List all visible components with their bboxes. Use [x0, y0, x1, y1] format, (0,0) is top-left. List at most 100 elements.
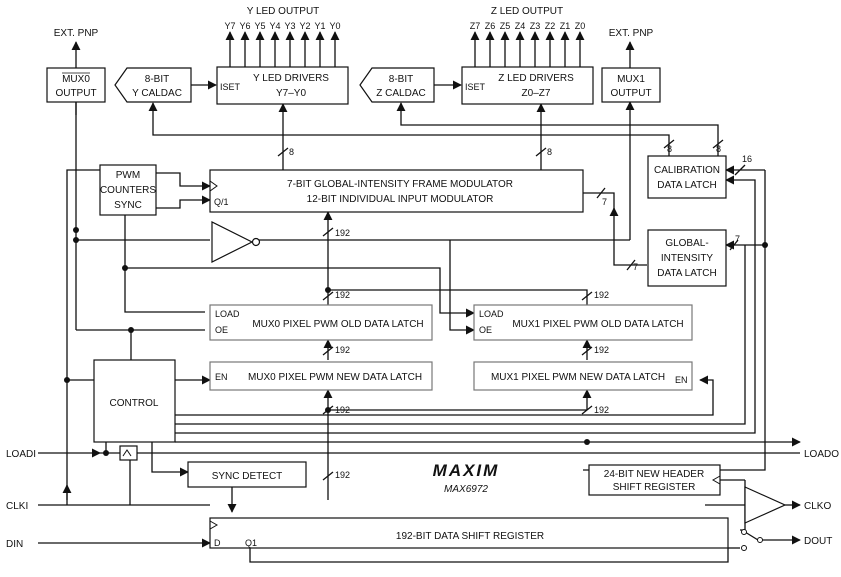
ext-pnp-right-label: EXT. PNP — [609, 28, 654, 39]
pwm-counters-block: PWM COUNTERS SYNC — [99, 164, 157, 216]
calibration-latch-line1: CALIBRATION — [654, 165, 720, 176]
z-pin-z4: Z4 — [515, 21, 526, 31]
z-caldac-block: 8-BIT Z CALDAC — [359, 67, 435, 103]
y-caldac-line1: 8-BIT — [145, 74, 169, 85]
bus-width-z-drivers: 8 — [547, 147, 552, 157]
mux0-output-line1: MUX0 — [62, 74, 90, 85]
y-pin-y2: Y2 — [299, 21, 310, 31]
y-pin-y7: Y7 — [224, 21, 235, 31]
pin-din: DIN — [6, 539, 23, 550]
pwm-counters-line2: COUNTERS — [100, 185, 156, 196]
bus-width-mod-in: 192 — [335, 228, 350, 238]
bus-width-sr-out: 192 — [335, 470, 350, 480]
z-caldac-line2: Z CALDAC — [376, 88, 425, 99]
y-pin-arrows — [225, 31, 340, 67]
bus-width-cal-in: 16 — [742, 154, 752, 164]
y-led-drivers-range: Y7–Y0 — [276, 88, 306, 99]
mux1-output-block: MUX1 OUTPUT — [601, 67, 661, 103]
pwm-counters-line3: SYNC — [114, 200, 142, 211]
frame-modulator-block: 7-BIT GLOBAL-INTENSITY FRAME MODULATOR 1… — [209, 169, 584, 213]
y-caldac-block: 8-BIT Y CALDAC — [114, 67, 192, 103]
mux0-old-load-label: LOAD — [215, 309, 240, 319]
z-led-drivers-title: Z LED DRIVERS — [498, 73, 574, 84]
y-led-output-label: Y LED OUTPUT — [247, 6, 320, 17]
z-pin-z5: Z5 — [500, 21, 511, 31]
mux0-old-oe-label: OE — [215, 325, 228, 335]
control-block: CONTROL — [93, 359, 176, 443]
bus-width-mux1-sr: 192 — [594, 405, 609, 415]
mux1-old-load-label: LOAD — [479, 309, 504, 319]
shift-d-label: D — [214, 538, 221, 548]
bus-width-mux0-new: 192 — [335, 345, 350, 355]
bus-width-mux0-sr: 192 — [335, 405, 350, 415]
z-pin-labels: Z7 Z6 Z5 Z4 Z3 Z2 Z1 Z0 — [470, 21, 586, 31]
y-led-drivers-title: Y LED DRIVERS — [253, 73, 329, 84]
header-shift-register-block: 24-BIT NEW HEADER SHIFT REGISTER — [588, 464, 721, 496]
z-iset-label: ISET — [465, 82, 486, 92]
mux1-old-latch-block: LOAD OE MUX1 PIXEL PWM OLD DATA LATCH — [473, 304, 693, 341]
calibration-latch-line2: DATA LATCH — [657, 180, 716, 191]
z-pin-arrows — [470, 31, 585, 67]
header-shift-line1: 24-BIT NEW HEADER — [604, 469, 704, 480]
data-shift-register-block: 192-BIT DATA SHIFT REGISTER D Q1 — [209, 517, 729, 549]
sync-detect-block: SYNC DETECT — [187, 461, 307, 488]
mux1-new-latch-label: MUX1 PIXEL PWM NEW DATA LATCH — [491, 372, 665, 383]
mux0-output-line2: OUTPUT — [55, 88, 96, 99]
mux1-output-line2: OUTPUT — [610, 88, 651, 99]
calibration-latch-block: CALIBRATION DATA LATCH — [647, 155, 727, 199]
z-caldac-line1: 8-BIT — [389, 74, 413, 85]
maxim-brand: MAXIM — [433, 461, 500, 480]
wires — [38, 31, 801, 563]
pwm-counters-line1: PWM — [116, 170, 140, 181]
y-pin-y6: Y6 — [239, 21, 250, 31]
mux0-old-latch-block: LOAD OE MUX0 PIXEL PWM OLD DATA LATCH — [209, 304, 433, 341]
mux0-new-en-label: EN — [215, 372, 228, 382]
frame-modulator-line1: 7-BIT GLOBAL-INTENSITY FRAME MODULATOR — [287, 179, 513, 190]
pin-labels: LOADI LOADO CLKI CLKO DIN DOUT — [6, 449, 839, 550]
pin-clko: CLKO — [804, 501, 831, 512]
z-pin-z1: Z1 — [560, 21, 571, 31]
z-pin-z0: Z0 — [575, 21, 586, 31]
q-bar-one-label: Q/1 — [214, 197, 229, 207]
y-iset-label: ISET — [220, 82, 241, 92]
global-intensity-latch-block: GLOBAL- INTENSITY DATA LATCH — [647, 229, 727, 287]
mux1-old-oe-label: OE — [479, 325, 492, 335]
z-led-drivers-block: Z LED DRIVERS Z0–Z7 ISET — [461, 66, 594, 105]
mux1-new-latch-block: MUX1 PIXEL PWM NEW DATA LATCH EN — [473, 361, 693, 391]
pin-dout: DOUT — [804, 536, 832, 547]
bus-width-gi-in: 7 — [735, 234, 740, 244]
pin-loado: LOADO — [804, 449, 839, 460]
header-shift-line2: SHIFT REGISTER — [613, 482, 696, 493]
loadi-buffer-symbol — [119, 445, 138, 461]
control-label: CONTROL — [110, 398, 159, 409]
gi-latch-line3: DATA LATCH — [657, 268, 716, 279]
y-led-drivers-block: Y LED DRIVERS Y7–Y0 ISET — [216, 66, 349, 105]
pin-clki: CLKI — [6, 501, 28, 512]
mux0-new-latch-label: MUX0 PIXEL PWM NEW DATA LATCH — [248, 372, 422, 383]
z-pin-z3: Z3 — [530, 21, 541, 31]
bus-width-y-drivers: 8 — [289, 147, 294, 157]
clko-buffer-symbol — [744, 486, 787, 524]
shift-q1-label: Q1 — [245, 538, 257, 548]
bus-width-mux0-old: 192 — [335, 290, 350, 300]
gi-latch-line2: INTENSITY — [661, 253, 714, 264]
y-pin-y4: Y4 — [269, 21, 280, 31]
z-pin-z7: Z7 — [470, 21, 481, 31]
y-pin-y5: Y5 — [254, 21, 265, 31]
mux1-old-latch-label: MUX1 PIXEL PWM OLD DATA LATCH — [512, 319, 683, 330]
mux1-new-en-label: EN — [675, 375, 688, 385]
y-pin-y3: Y3 — [284, 21, 295, 31]
mux0-old-latch-label: MUX0 PIXEL PWM OLD DATA LATCH — [252, 319, 423, 330]
mux1-output-line1: MUX1 — [617, 74, 645, 85]
z-pin-z2: Z2 — [545, 21, 556, 31]
gi-latch-line1: GLOBAL- — [665, 238, 708, 249]
bus-width-cal-y: 8 — [667, 144, 672, 154]
y-pin-y0: Y0 — [329, 21, 340, 31]
maxim-part-number: MAX6972 — [444, 484, 488, 495]
bus-width-cal-z: 8 — [716, 144, 721, 154]
bus-width-markers: 8 8 8 8 16 7 7 7 192 192 192 192 192 192… — [277, 139, 752, 481]
y-pin-y1: Y1 — [314, 21, 325, 31]
bus-width-mod-out: 7 — [602, 197, 607, 207]
bus-width-gi-out: 7 — [633, 262, 638, 272]
